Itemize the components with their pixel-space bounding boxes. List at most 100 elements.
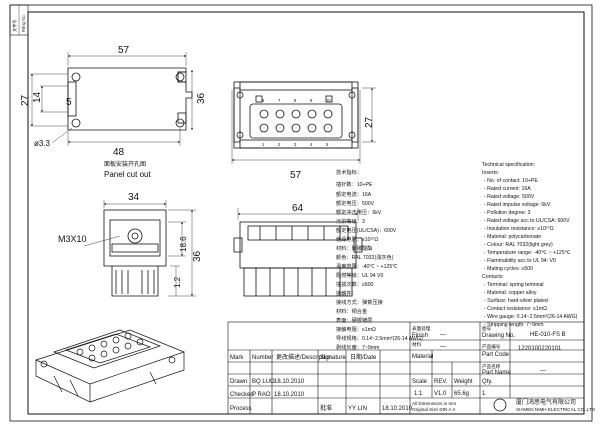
spec-cn-19: 剥线长度：7~9mm: [336, 343, 379, 351]
tb-approved-name: YY LIN: [348, 406, 367, 412]
isometric-view: [35, 329, 185, 403]
tb-qty-label: Qty.: [482, 379, 493, 385]
dim-side-height: 36: [192, 250, 203, 262]
spec-en-11: - Mating cycles: ≥500: [484, 266, 533, 272]
pin-label-2: 2: [278, 142, 281, 147]
tb-checked-label: Checked: [230, 392, 254, 398]
spec-en-9: - Temperature range: -40℃ ~ +125℃: [484, 250, 571, 256]
dim-panel-hole-spacing: 48: [113, 147, 125, 158]
dim-thread: M3X10: [58, 234, 87, 244]
dim-bottom-width: 64: [292, 203, 304, 214]
spec-cn-17: 接触电阻：≤1mΩ: [336, 325, 376, 333]
spec-en-title: Technical specification:: [482, 162, 535, 168]
tb-company-en: XIAMEN NIMH ELECTRICAL CO.,LTD: [516, 407, 596, 412]
dim-panel-outer-height: 27: [20, 94, 31, 106]
file-ref-label-en: Filing No.: [21, 14, 26, 32]
dim-front-width: 57: [290, 170, 302, 181]
pin-label-3: 3: [294, 142, 297, 147]
tb-material-value: —: [440, 344, 446, 350]
dim-panel-offset: 5: [66, 97, 72, 108]
dim-front-height: 27: [364, 116, 375, 128]
dim-side-inner: 18.6: [179, 236, 188, 252]
panel-cut-out-caption: Panel cut out: [104, 170, 151, 179]
tb-material-cn: 材料: [412, 341, 422, 348]
dim-panel-inner-height: 14: [32, 91, 43, 103]
tb-weight-value: 65.6g: [454, 391, 469, 397]
tb-drawn-label: Drawn: [230, 379, 247, 385]
dim-side-flange: 1.2: [173, 276, 182, 288]
tb-drawn-name: BQ LUO: [252, 379, 275, 385]
tb-approved-label: 批准: [320, 404, 332, 412]
dim-hole-diameter: ø3.3: [34, 139, 51, 148]
spec-en-7: - Material: polycarbonate: [484, 234, 541, 240]
tb-dimensions-note: All Dimensions in mm: [412, 401, 456, 406]
spec-cn-6: 额定电压(UL/CSA)：600V: [336, 226, 397, 234]
tb-date-label: 日期/Date: [350, 353, 377, 361]
title-block: [227, 321, 585, 415]
spec-en-3: - Rated impulse voltage: 6kV: [484, 202, 551, 208]
pin-label-7: 7: [278, 98, 281, 103]
tb-finish-cn: 表面处理: [412, 325, 431, 332]
spec-en-4: - Pollution degree: 3: [484, 210, 531, 216]
tb-description-label: 更改描述/Description: [276, 353, 332, 361]
tb-part-name-cn: 产品名称: [482, 363, 501, 370]
tb-part-name-value: —: [540, 368, 546, 374]
outer-frame: [9, 4, 593, 422]
tb-checked-name: P RAO: [252, 392, 271, 398]
tb-signature-label: Signature: [320, 355, 346, 361]
spec-en-inserts: Inserts:: [482, 170, 499, 176]
tb-material-label: Material: [412, 354, 433, 360]
spec-en-6: - Insulation resistance: ≥10¹⁰Ω: [484, 226, 554, 232]
spec-cn-10: 温度范围：-40℃ ~ +125℃: [336, 262, 397, 270]
dim-panel-height: 36: [196, 92, 207, 104]
spec-cn-13: 接触件：: [336, 289, 357, 297]
spec-en-1: - Rated current: 16A: [484, 186, 531, 192]
tb-qty-value: 1: [482, 391, 486, 397]
spec-cn-12: 插拔次数：≥500: [336, 280, 374, 288]
spec-cn-16: 表面：硬银镀层: [336, 316, 372, 324]
spec-en-5: - Rated voltage acc.to UL/CSA: 600V: [484, 218, 570, 224]
file-reference-box: 文件号 Filing No.: [9, 4, 29, 36]
spec-cn-1: 插针数：10+PE: [336, 180, 373, 188]
tb-approved-date: 18.10.2010: [382, 406, 413, 412]
spec-cn-block: 技术指标： 插针数：10+PE 额定电流：16A 额定电压：500V 额定冲击电…: [336, 168, 423, 351]
pin-label-10: 10: [326, 98, 331, 103]
tb-original-size-note: Original Size DIN A 4: [412, 407, 455, 412]
file-ref-label: 文件号: [11, 19, 18, 32]
pin-label-1: 1: [262, 142, 265, 147]
side-view: [83, 200, 196, 297]
tb-drawing-no-value: HE-010-FS B: [530, 332, 566, 338]
spec-cn-0: 技术指标：: [336, 168, 362, 176]
spec-en-16: - Wire gauge: 0.14~2.5mm²(26-14 AWG): [484, 314, 578, 320]
spec-en-17: - Stripping length: 7~9mm: [484, 322, 544, 328]
spec-en-0: - No. of contact: 10+PE: [484, 178, 538, 184]
spec-en-14: - Surface: hard-silver plated: [484, 298, 548, 304]
spec-cn-7: 绝缘电阻：≥10¹⁰Ω: [336, 235, 378, 243]
spec-en-13: - Material: copper alloy: [484, 290, 537, 296]
spec-cn-18: 导线规格：0.14~2.5mm²(26-14 AWG): [336, 334, 423, 342]
panel-cut-out-caption-cn: 面板安装开孔图: [104, 160, 146, 168]
tb-scale-label: Scale: [412, 379, 428, 385]
spec-en-2: - Rated voltage: 500V: [484, 194, 535, 200]
spec-cn-15: 材料：铜合金: [336, 307, 368, 315]
company-logo-icon: [493, 398, 507, 412]
spec-cn-11: 阻燃等级：UL 94 V0: [336, 271, 383, 279]
pin-label-9: 9: [310, 98, 313, 103]
spec-cn-5: 污染等级：3: [336, 217, 365, 225]
tb-checked-date: 18.10.2010: [274, 392, 305, 398]
tb-part-code-value: 1220100220101: [518, 346, 562, 352]
tb-part-name-label: Part Name: [482, 370, 511, 376]
spec-cn-9: 颜色：RAL 7032(浅灰色): [336, 253, 394, 261]
dim-panel-width: 57: [118, 45, 130, 56]
spec-cn-4: 额定冲击电压：6kV: [336, 208, 382, 216]
tb-rev-value: V1.0: [434, 391, 447, 397]
tb-company-cn: 厦门鸿思电气有限公司: [516, 398, 576, 406]
tb-weight-label: Weight: [454, 379, 473, 385]
front-view: [231, 81, 376, 164]
tb-drawing-no-cn: 图号: [482, 326, 492, 332]
title-block-text: 表面处理 Finish — 材料 Material — 图号 Drawing N…: [230, 325, 596, 412]
spec-en-block: Technical specification: Inserts: - No. …: [482, 162, 578, 328]
tb-drawn-date: 18.10.2010: [274, 379, 305, 385]
